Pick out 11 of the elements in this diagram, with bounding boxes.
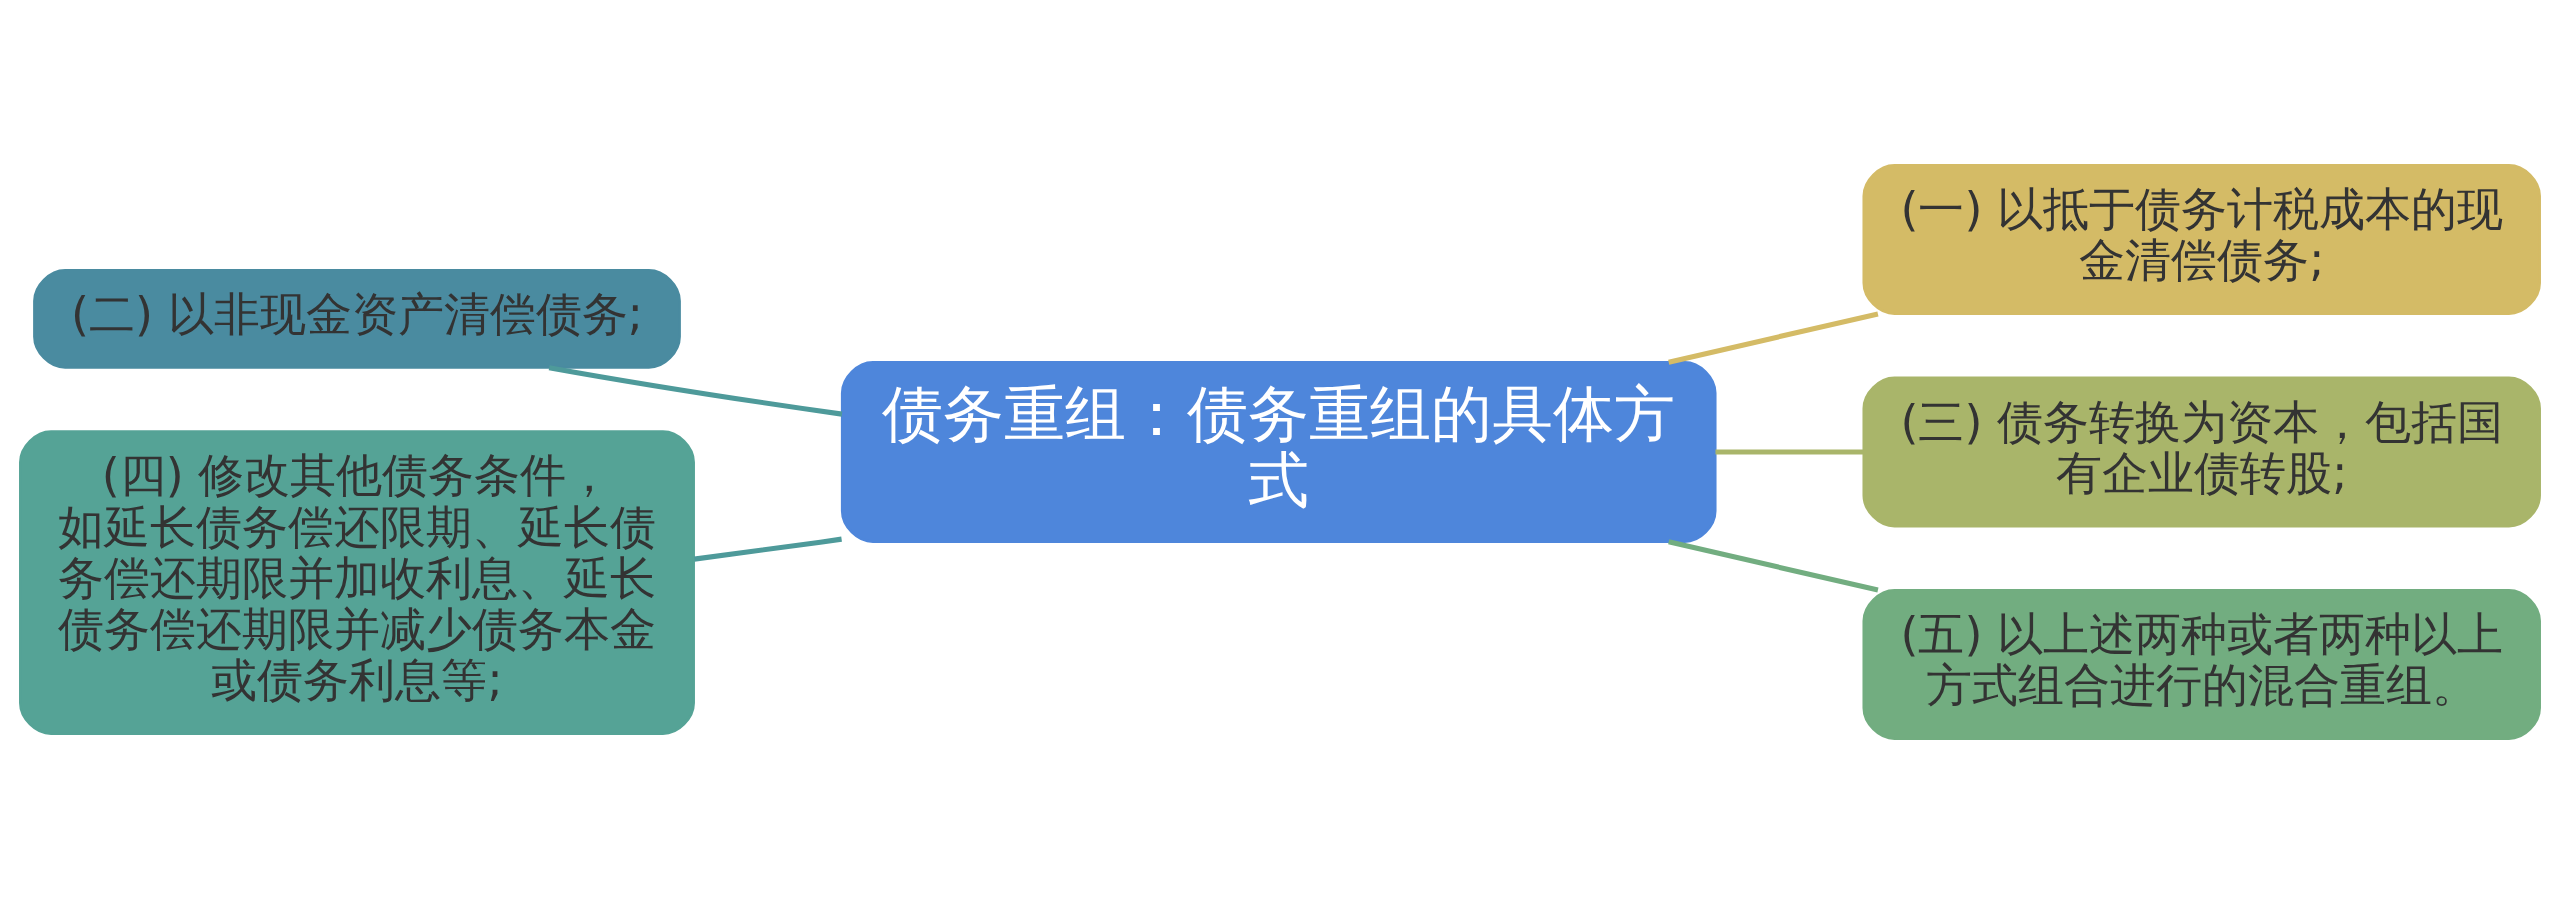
node-box: 债务重组：债务重组的具体方式 <box>840 360 1717 543</box>
connector <box>1668 538 1879 593</box>
node-box: (五) 以上述两种或者两种以上方式组合进行的混合重组。 <box>1862 588 2541 740</box>
connector <box>548 364 843 417</box>
connector <box>693 536 842 562</box>
node-box: (二) 以非现金资产清偿债务; <box>33 268 681 369</box>
connector <box>1715 448 1864 455</box>
connector <box>1668 310 1879 365</box>
node-box: (三) 债务转换为资本，包括国有企业债转股; <box>1862 375 2541 528</box>
node-box: (四) 修改其他债务条件，如延长债务偿还限期、延长债务偿还期限并加收利息、延长债务偿还期限并减少债务本金或债务利息等; <box>19 429 695 735</box>
node-box: (一) 以抵于债务计税成本的现金清偿债务; <box>1862 163 2541 315</box>
